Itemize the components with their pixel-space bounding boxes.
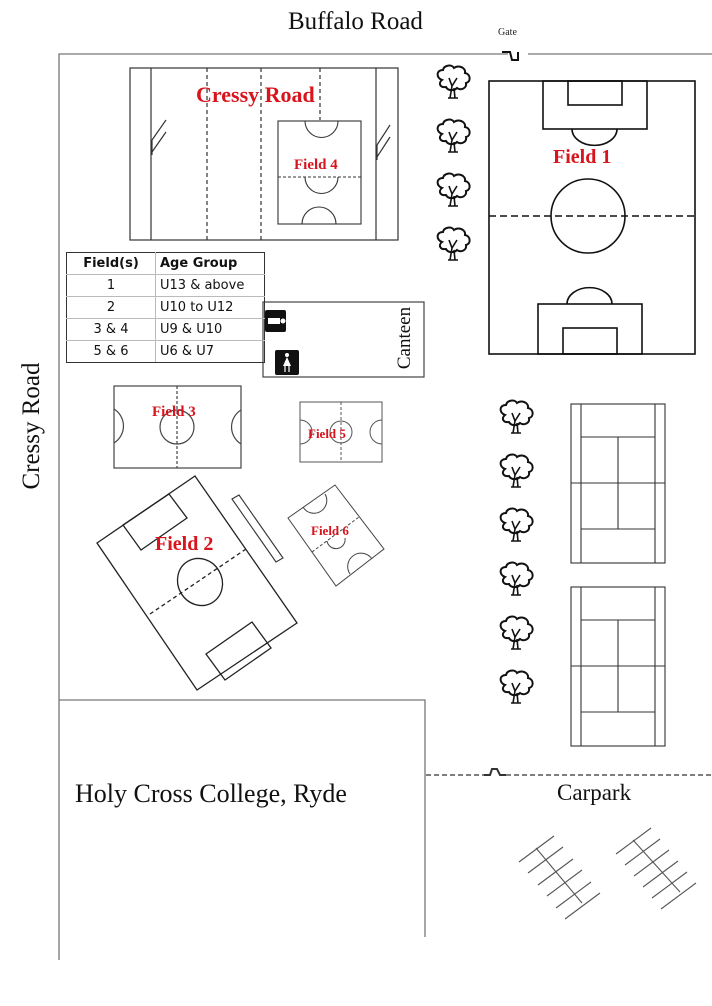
legend-fields: 5 & 6 xyxy=(66,340,156,363)
field-5-pitch xyxy=(299,401,383,463)
legend-fields: 2 xyxy=(66,296,156,319)
legend-fields: 1 xyxy=(66,274,156,297)
carpark-label: Carpark xyxy=(557,780,632,805)
top-gate-icon xyxy=(502,51,519,61)
field-3-pitch xyxy=(113,385,242,469)
field-3-label: Field 3 xyxy=(152,404,196,420)
legend-header-age-group: Age Group xyxy=(155,252,265,275)
tree-icon xyxy=(436,172,471,207)
legend-header-fields: Field(s) xyxy=(66,252,156,275)
tennis-court-2 xyxy=(570,586,666,747)
tree-icon xyxy=(436,118,471,153)
legend-fields: 3 & 4 xyxy=(66,318,156,341)
field-2-label: Field 2 xyxy=(155,533,214,555)
tree-icon xyxy=(499,561,534,596)
field-1-label: Field 1 xyxy=(553,146,612,168)
canteen-label: Canteen xyxy=(394,306,415,370)
legend-age-group: U6 & U7 xyxy=(155,340,265,363)
tree-icon xyxy=(499,507,534,542)
bench xyxy=(231,494,284,563)
field-6-pitch xyxy=(287,484,385,587)
legend-row: 3 & 4 U9 & U10 xyxy=(66,318,265,341)
tree-icon xyxy=(436,64,471,99)
legend-row: 1 U13 & above xyxy=(66,274,265,297)
legend-age-group: U13 & above xyxy=(155,274,265,297)
legend-header-row: Field(s) Age Group xyxy=(66,252,265,275)
male-toilet-icon xyxy=(265,310,286,332)
school-boundary xyxy=(59,699,426,937)
carpark-fence xyxy=(426,768,712,776)
field-2-pitch xyxy=(96,475,298,691)
legend-age-group: U10 to U12 xyxy=(155,296,265,319)
field-4-label: Field 4 xyxy=(294,157,338,173)
property-boundary-top-left xyxy=(58,53,508,960)
tennis-court-1 xyxy=(570,403,666,564)
tree-icon xyxy=(499,453,534,488)
age-group-legend: Field(s) Age Group 1 U13 & above 2 U10 t… xyxy=(66,252,265,363)
tree-icon xyxy=(499,399,534,434)
legend-row: 2 U10 to U12 xyxy=(66,296,265,319)
tree-icon xyxy=(499,669,534,704)
legend-age-group: U9 & U10 xyxy=(155,318,265,341)
tree-icon xyxy=(436,226,471,261)
legend-row: 5 & 6 U6 & U7 xyxy=(66,340,265,363)
field-4-pitch xyxy=(277,120,362,225)
field-5-label: Field 5 xyxy=(308,426,346,441)
buffalo-road-label: Buffalo Road xyxy=(288,8,423,35)
field-6-label: Field 6 xyxy=(311,523,349,538)
field-1-pitch xyxy=(488,80,696,355)
cressy-road-field-label: Cressy Road xyxy=(196,82,315,107)
school-label: Holy Cross College, Ryde xyxy=(75,779,347,808)
cressy-road-field xyxy=(129,67,399,241)
parking-bays-right xyxy=(615,827,697,910)
gate-label: Gate xyxy=(498,27,517,38)
parking-bays-left xyxy=(518,835,601,920)
female-toilet-icon xyxy=(275,350,299,375)
tree-icon xyxy=(499,615,534,650)
